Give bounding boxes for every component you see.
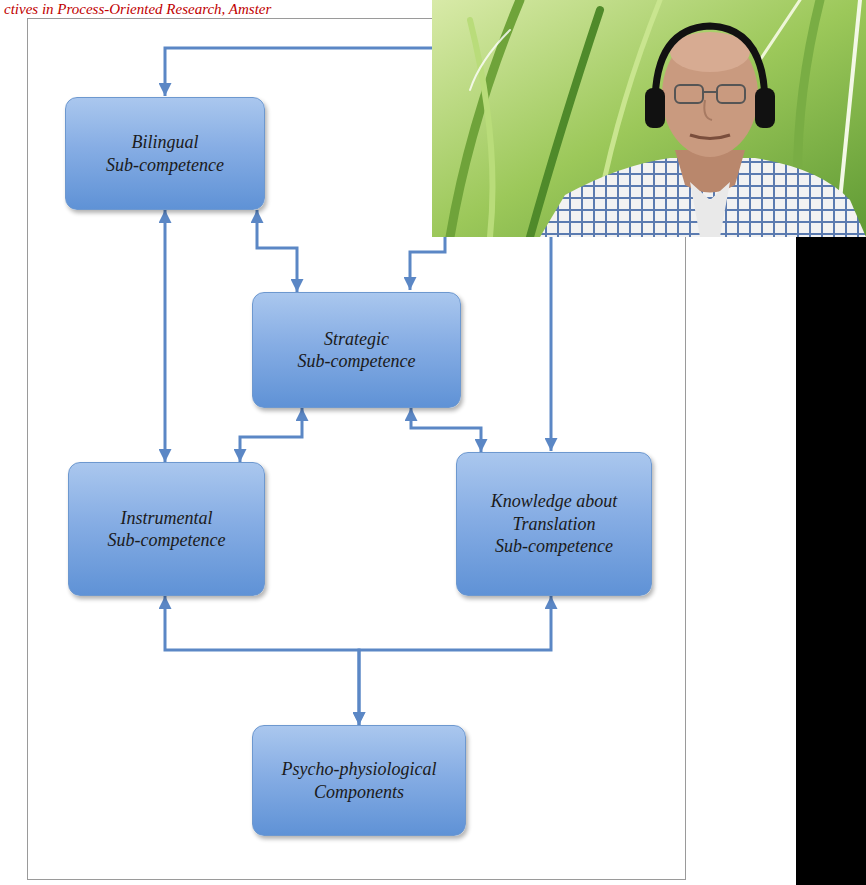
connector-arrow bbox=[240, 408, 302, 462]
black-panel bbox=[796, 237, 866, 885]
competence-box: Knowledge about Translation Sub-competen… bbox=[456, 452, 652, 596]
box-label: Strategic Sub-competence bbox=[277, 328, 437, 373]
competence-box: Psycho-physiological Components bbox=[252, 725, 466, 836]
connector-arrow bbox=[359, 596, 551, 725]
slide-heading: ctives in Process-Oriented Research, Ams… bbox=[4, 1, 271, 18]
hidden-connector bbox=[165, 48, 440, 96]
connector-arrow bbox=[411, 408, 481, 452]
competence-box: Instrumental Sub-competence bbox=[68, 462, 265, 596]
competence-box: Bilingual Sub-competence bbox=[65, 97, 265, 210]
connector-arrow bbox=[257, 210, 297, 292]
hidden-connector bbox=[550, 232, 553, 451]
box-label: Bilingual Sub-competence bbox=[85, 131, 245, 176]
box-label: Instrumental Sub-competence bbox=[87, 507, 247, 552]
hidden-connector bbox=[410, 232, 445, 290]
webcam-photo bbox=[432, 0, 866, 237]
box-label: Psycho-physiological Components bbox=[279, 758, 439, 803]
box-label: Knowledge about Translation Sub-competen… bbox=[474, 490, 634, 558]
connector-arrow bbox=[165, 596, 359, 725]
competence-box: Strategic Sub-competence bbox=[252, 292, 461, 408]
connector-arrow bbox=[164, 210, 167, 462]
